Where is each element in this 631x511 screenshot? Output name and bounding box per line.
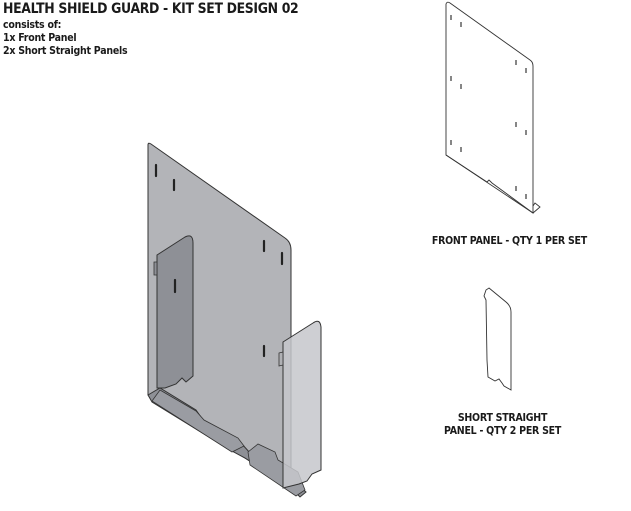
assembled-left-short-panel xyxy=(153,235,194,389)
assembled-front-panel xyxy=(147,142,307,498)
short-panel-caption-line2: PANEL - QTY 2 PER SET xyxy=(443,424,562,437)
short-panel-caption-line1: SHORT STRAIGHT xyxy=(457,411,548,424)
page-title: HEALTH SHIELD GUARD - KIT SET DESIGN 02 xyxy=(3,1,299,17)
front-panel-line-drawing xyxy=(445,1,541,214)
header: HEALTH SHIELD GUARD - KIT SET DESIGN 02 … xyxy=(3,1,346,57)
description-line: 1x Front Panel xyxy=(3,31,77,44)
description-line: 2x Short Straight Panels xyxy=(3,44,128,57)
short-panel-line-drawing xyxy=(483,287,512,391)
description-line: consists of: xyxy=(3,18,62,31)
front-panel-caption: FRONT PANEL - QTY 1 PER SET xyxy=(431,234,587,247)
short-panel-caption: SHORT STRAIGHT PANEL - QTY 2 PER SET xyxy=(440,411,565,437)
assembled-right-short-panel xyxy=(278,320,322,489)
